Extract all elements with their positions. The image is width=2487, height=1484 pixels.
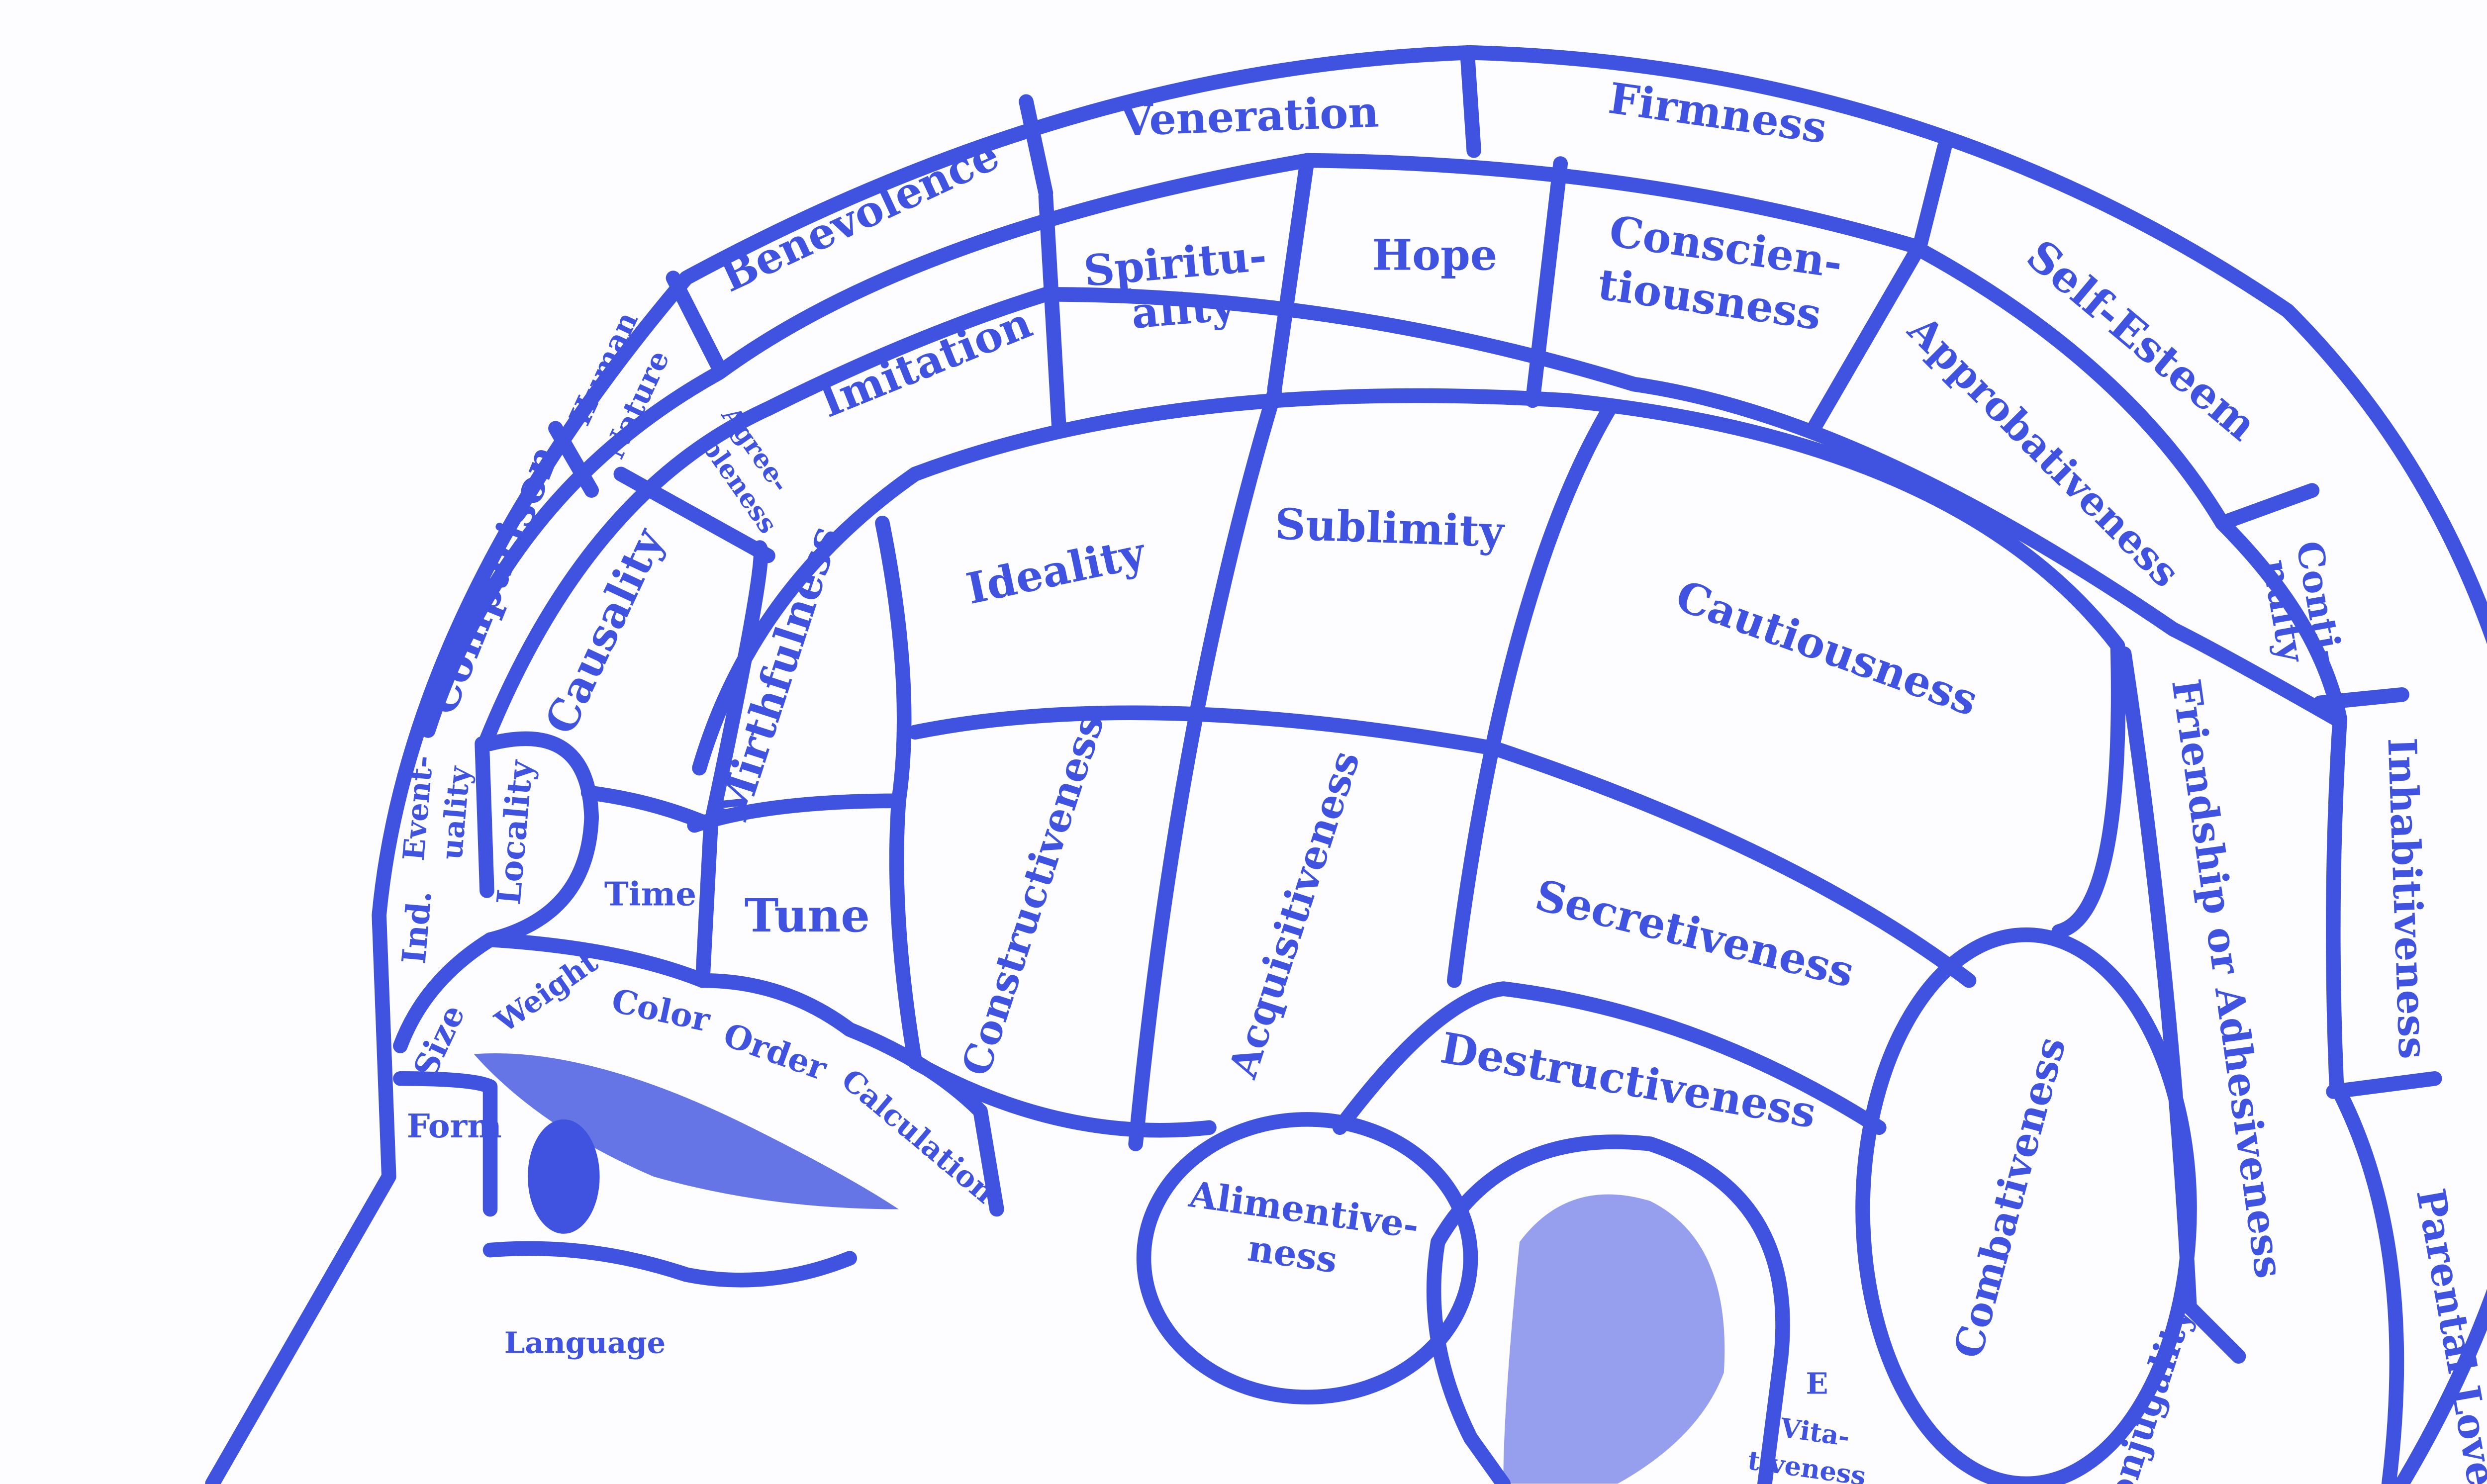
label-vitativeness-1: Vita-	[1778, 1413, 1851, 1453]
label-constructiveness: Constructiveness	[953, 708, 1113, 1081]
label-order: Order	[718, 1016, 832, 1088]
label-tune: Tune	[745, 889, 870, 942]
skull-outline	[205, 45, 2487, 1484]
label-sublimity: Sublimity	[1274, 499, 1506, 557]
divider	[1525, 156, 1568, 408]
divider	[613, 466, 775, 563]
divider	[907, 1055, 1217, 1138]
label-form: Form	[407, 1107, 502, 1145]
divider	[393, 1071, 498, 1217]
divider	[2214, 483, 2320, 531]
divider	[666, 271, 727, 375]
label-spirituality-2: ality	[1130, 280, 1239, 339]
label-time: Time	[604, 875, 696, 914]
divider	[548, 421, 599, 498]
label-ideality: Ideality	[962, 528, 1150, 614]
divider	[475, 736, 494, 898]
divider	[2116, 646, 2246, 1364]
label-comparison: Comparison	[416, 438, 570, 722]
divider	[907, 705, 1977, 988]
divider	[695, 818, 718, 988]
divider	[1806, 238, 1927, 436]
label-cautiousness: Cautiousness	[1669, 571, 1984, 726]
outer-band-inner-boundary	[420, 153, 2404, 1484]
divider	[1128, 385, 1282, 1151]
divider	[1019, 94, 1053, 200]
divider	[1267, 153, 1315, 397]
label-vitativeness-e: E	[1806, 1366, 1828, 1401]
label-color: Color	[608, 981, 714, 1039]
region-boundaries	[205, 45, 2487, 1484]
divider	[2326, 1071, 2442, 1099]
label-secretiveness: Secretiveness	[1530, 870, 1859, 998]
label-combativeness: Combativeness	[1945, 1032, 2075, 1363]
label-inhabitiveness: Inhabitiveness	[2379, 737, 2436, 1060]
label-hope: Hope	[1372, 231, 1497, 280]
label-firmness: Firmness	[1606, 74, 1830, 153]
divider	[393, 731, 599, 1053]
label-destructiveness: Destructiveness	[1437, 1023, 1819, 1138]
ear-shading	[1503, 1194, 1725, 1484]
label-eventuality-2: uality	[434, 764, 477, 861]
divider	[1446, 401, 1617, 988]
divider	[1913, 140, 1952, 253]
label-locality: Locality	[489, 758, 540, 906]
second-band-boundary	[479, 287, 2344, 746]
label-individuality: Ind.	[395, 889, 440, 965]
eye-icon	[474, 1053, 899, 1288]
divider	[580, 540, 768, 833]
label-language: Language	[504, 1325, 666, 1360]
label-imitation: Imitation	[813, 298, 1039, 428]
divider	[1332, 981, 1887, 1135]
ear-outline	[1426, 1134, 1790, 1484]
forehead-arc	[692, 388, 2126, 939]
label-causality: Causality	[536, 520, 674, 742]
divider	[2313, 687, 2409, 710]
divider	[1038, 189, 1066, 433]
divider	[1460, 45, 1481, 158]
label-veneration: Veneration	[1119, 87, 1380, 146]
label-benevolence: Benevolence	[713, 130, 1007, 302]
label-acquisitiveness: Acquisitiveness	[1220, 745, 1369, 1084]
divider	[875, 516, 923, 1070]
alimentiveness-region	[1136, 1112, 1478, 1405]
label-weight: Weight	[488, 944, 604, 1039]
label-alimentiveness-2: ness	[1245, 1227, 1340, 1282]
